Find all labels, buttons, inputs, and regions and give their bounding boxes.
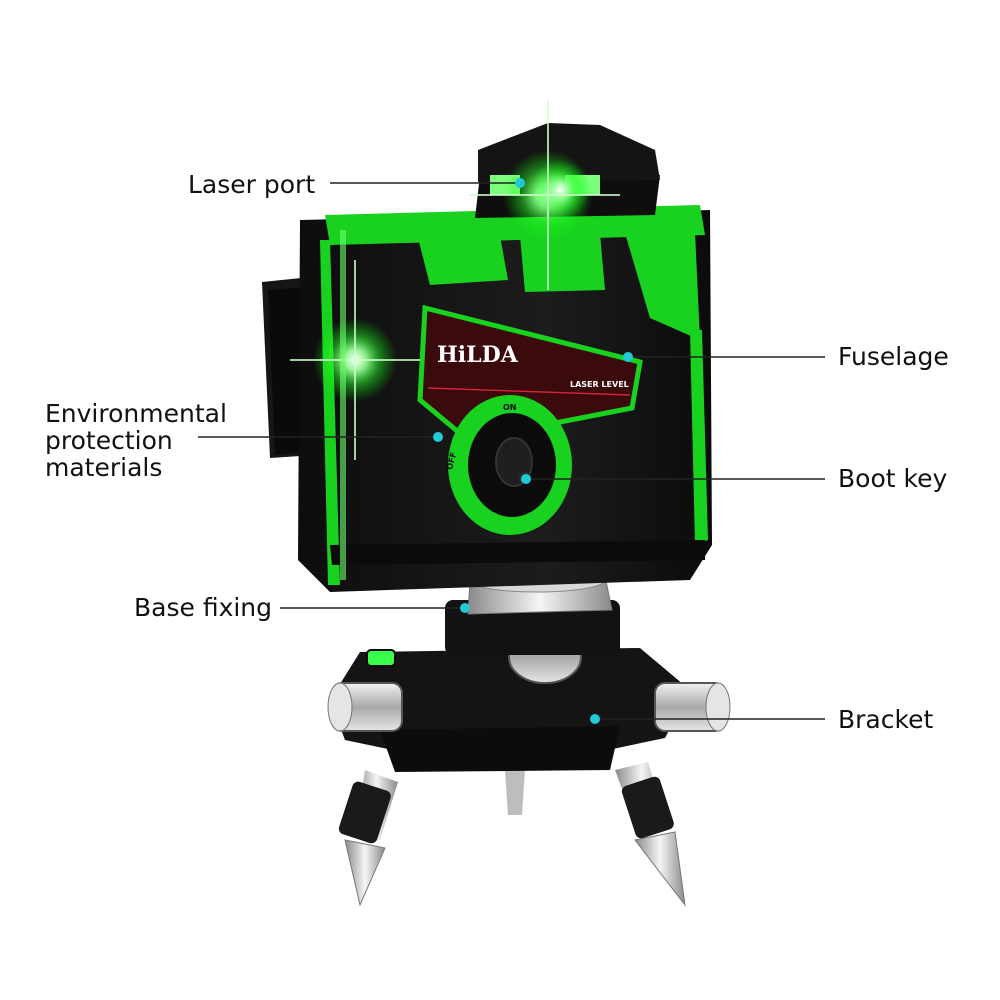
tripod-legs — [338, 762, 686, 907]
knob-left — [327, 682, 403, 732]
callout-bracket: Bracket — [838, 705, 934, 734]
switch-off-label: OFF — [445, 451, 458, 470]
device-brand: HiLDA — [437, 342, 519, 368]
callout-lines — [198, 178, 825, 724]
laser-flare-icon — [290, 100, 620, 580]
callout-fuselage: Fuselage — [838, 342, 949, 371]
callout-laser-port: Laser port — [188, 170, 316, 199]
knob-right — [654, 682, 731, 732]
bubble-vial-icon — [366, 649, 396, 667]
callout-environmental-protection: Environmental protection materials — [45, 399, 227, 482]
fuselage-housing — [262, 205, 712, 592]
switch-on-label: ON — [503, 403, 517, 412]
callout-base-fixing: Base fixing — [134, 593, 273, 622]
callout-boot-key: Boot key — [838, 464, 948, 493]
device-model-label: LASER LEVEL — [570, 380, 629, 389]
